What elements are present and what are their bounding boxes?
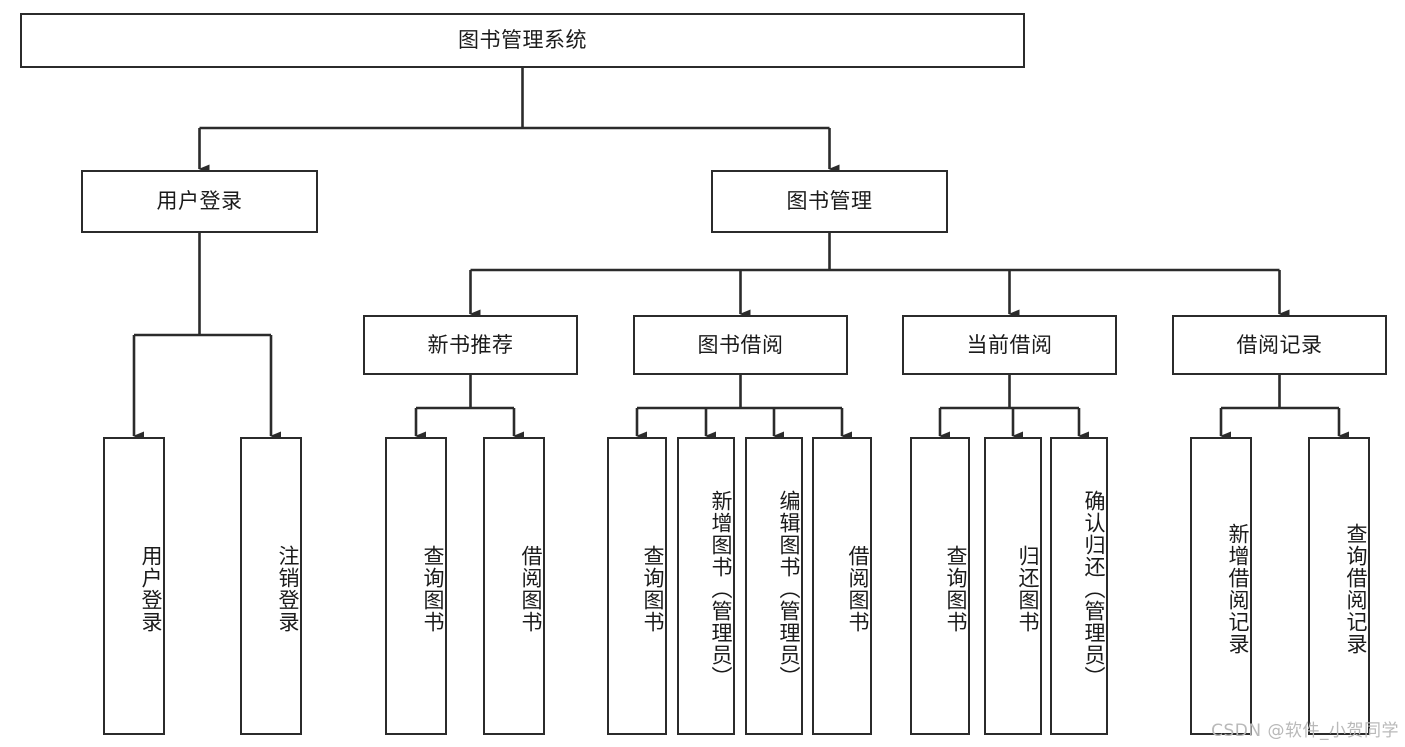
node-label: 查询图书 xyxy=(944,545,968,633)
node-label: 新增图书（管理员） xyxy=(709,490,733,688)
node-label: 借阅图书 xyxy=(519,545,543,633)
node-label: 用户登录 xyxy=(139,545,163,633)
node-label: 查询借阅记录 xyxy=(1344,523,1368,655)
node-label: 图书借阅 xyxy=(697,332,784,357)
watermark-label: CSDN @软件_小贺同学 xyxy=(1211,721,1399,741)
node-leaf-rec-borrow[interactable]: 借阅图书 xyxy=(483,437,545,735)
node-label: 新书推荐 xyxy=(427,332,514,357)
node-leaf-user-login[interactable]: 用户登录 xyxy=(103,437,165,735)
node-new-book-rec[interactable]: 新书推荐 xyxy=(363,315,578,375)
node-leaf-cb-confirm[interactable]: 确认归还（管理员） xyxy=(1050,437,1108,735)
node-leaf-cb-return[interactable]: 归还图书 xyxy=(984,437,1042,735)
node-label: 编辑图书（管理员） xyxy=(777,490,801,688)
node-label: 查询图书 xyxy=(421,545,445,633)
tree-connectors xyxy=(132,68,1349,441)
node-leaf-br-query[interactable]: 查询借阅记录 xyxy=(1308,437,1370,735)
node-label: 新增借阅记录 xyxy=(1226,523,1250,655)
node-label: 图书管理 xyxy=(786,189,873,214)
node-leaf-bb-borrow[interactable]: 借阅图书 xyxy=(812,437,872,735)
node-book-manage[interactable]: 图书管理 xyxy=(711,170,948,233)
node-leaf-bb-edit[interactable]: 编辑图书（管理员） xyxy=(745,437,803,735)
node-leaf-br-add[interactable]: 新增借阅记录 xyxy=(1190,437,1252,735)
node-label: 当前借阅 xyxy=(966,332,1053,357)
node-label: 确认归还（管理员） xyxy=(1082,490,1106,688)
node-root[interactable]: 图书管理系统 xyxy=(20,13,1025,68)
node-label: 查询图书 xyxy=(641,545,665,633)
node-label: 图书管理系统 xyxy=(458,28,587,53)
node-label: 借阅记录 xyxy=(1236,332,1323,357)
node-label: 归还图书 xyxy=(1016,545,1040,633)
node-leaf-rec-query[interactable]: 查询图书 xyxy=(385,437,447,735)
node-current-borrow[interactable]: 当前借阅 xyxy=(902,315,1117,375)
node-leaf-bb-add[interactable]: 新增图书（管理员） xyxy=(677,437,735,735)
node-label: 注销登录 xyxy=(276,545,300,633)
node-borrow-record[interactable]: 借阅记录 xyxy=(1172,315,1387,375)
node-label: 借阅图书 xyxy=(846,545,870,633)
node-leaf-cb-query[interactable]: 查询图书 xyxy=(910,437,970,735)
node-user-login[interactable]: 用户登录 xyxy=(81,170,318,233)
node-leaf-bb-query[interactable]: 查询图书 xyxy=(607,437,667,735)
node-leaf-logout[interactable]: 注销登录 xyxy=(240,437,302,735)
node-book-borrow[interactable]: 图书借阅 xyxy=(633,315,848,375)
node-label: 用户登录 xyxy=(156,189,243,214)
